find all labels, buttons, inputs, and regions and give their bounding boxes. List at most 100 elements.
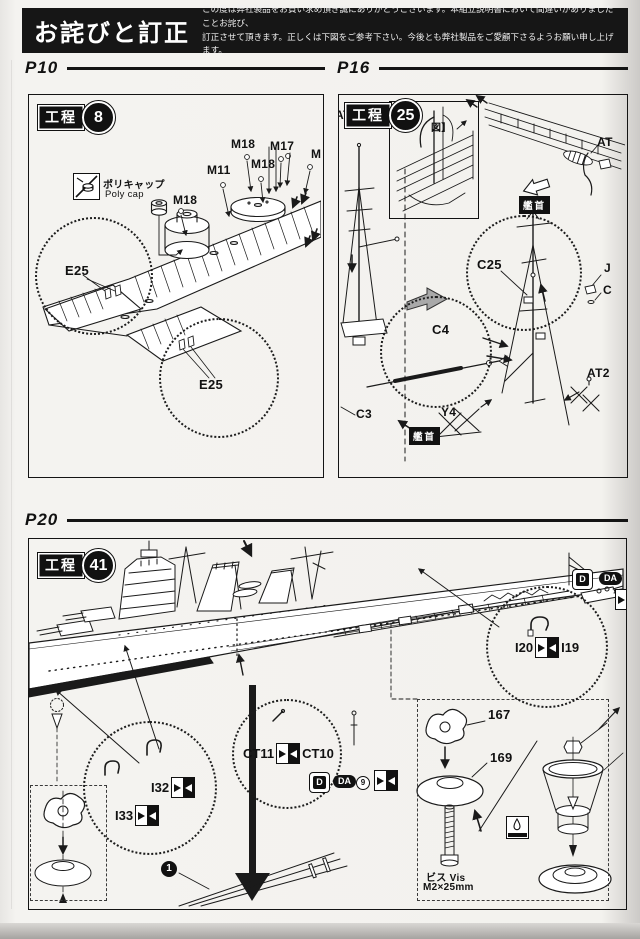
part-label-ct11: CT11 (243, 746, 275, 761)
part-label-ct10: CT10 (302, 746, 334, 761)
part-label-m17: M17 (270, 139, 295, 153)
paper-crease (11, 60, 12, 909)
step-badge-number: 41 (81, 548, 116, 583)
highlight-circle-i20-i19 (486, 586, 608, 708)
header-title: お詫びと訂正 (34, 20, 190, 47)
part-label-m18-b: M18 (251, 157, 276, 171)
scan-edge-bottom (0, 923, 640, 939)
part-label-i33: I33 (115, 808, 134, 823)
section-p10-header: P10 (25, 58, 325, 78)
runner-badge-da: DA (333, 775, 356, 788)
mirror-pair-ct11-ct10: CT11 CT10 (243, 743, 334, 764)
right-triangle-icon (174, 783, 182, 792)
right-triangle-icon (279, 749, 287, 758)
polycap-icon (73, 173, 100, 200)
part-label-i32: I32 (151, 780, 170, 795)
left-triangle-icon (549, 643, 557, 652)
section-p20-header: P20 (25, 510, 628, 530)
mirror-parts-icon-cut (615, 589, 626, 610)
p20-rule (67, 518, 628, 523)
part-label-m-cut: M (311, 147, 322, 161)
step-badge-number: 8 (81, 100, 116, 135)
highlight-circle-c4 (380, 296, 492, 408)
screw-detail-frame (417, 699, 609, 901)
left-triangle-icon (185, 783, 193, 792)
p10-rule (67, 66, 325, 71)
right-triangle-icon (138, 811, 146, 820)
polycap-label-en: Poly cap (105, 189, 144, 200)
apology-header: お詫びと訂正 この度は弊社製品をお買い求め頂き誠にありがとうございます。本組立説… (22, 4, 628, 55)
highlight-circle-i32-i33 (83, 721, 217, 855)
part-label-169: 169 (490, 750, 513, 765)
glue-icon-bar (508, 833, 527, 837)
p10-page-label: P10 (25, 58, 59, 77)
header-body-line2: 訂正させて頂きます。正しくは下図をご参考下さい。今後とも弊社製品をご愛顧下さるよ… (202, 31, 614, 56)
mirror-pair-i20-i19: I20 I19 (515, 637, 579, 658)
runner-badge-d: D (309, 772, 330, 793)
part-label-j-cut: J (604, 261, 611, 275)
zoom-note: 図】 (431, 123, 452, 134)
part-label-e25-b: E25 (199, 377, 224, 392)
part-label-c3: C3 (356, 407, 372, 421)
header-body: この度は弊社製品をお買い求め頂き誠にありがとうございます。本組立説明書において間… (202, 3, 618, 58)
runner-badge-d-top: D (572, 569, 593, 590)
mirror-parts-icon (535, 637, 560, 658)
section-p16-header: P16 (337, 58, 628, 78)
runner-badge-da-top: DA (599, 572, 622, 585)
part-label-m18-a: M18 (173, 193, 198, 207)
part-label-c-cut: C (603, 283, 612, 297)
bow-badge-2: 艦首 (409, 427, 441, 445)
right-triangle-icon (377, 776, 384, 785)
highlight-circle-ct11-ct10 (232, 699, 342, 809)
mirror-parts-icon (276, 743, 301, 764)
part-label-m11: M11 (207, 163, 231, 177)
propeller-detail-frame (30, 785, 107, 901)
mirror-pair-i33: I33 (115, 805, 161, 826)
step-badge-text: 工程 (37, 104, 85, 131)
step-badge-text: 工程 (344, 102, 392, 129)
mirror-parts-icon (374, 770, 398, 791)
circled-9-badge: 9 (356, 776, 370, 790)
inset-detail-frame (389, 101, 479, 219)
step-badge-text: 工程 (37, 552, 85, 579)
p10-step-badge: 工程 8 (37, 100, 116, 135)
p16-step-badge: 工程 25 (344, 98, 423, 133)
highlight-circle-e25-a (35, 217, 153, 335)
screw-label: ビス Vis (426, 873, 466, 884)
part-label-c4: C4 (432, 322, 450, 337)
mirror-right-half (547, 638, 559, 657)
part-label-m18-c: M18 (231, 137, 256, 151)
p20-step-badge: 工程 41 (37, 548, 116, 583)
bow-badge-1: 艦首 (519, 196, 551, 214)
part-label-at2: AT2 (587, 366, 610, 380)
highlight-circle-c25 (466, 215, 582, 331)
screw-size-label: M2×25mm (423, 882, 474, 893)
p16-rule (379, 66, 628, 71)
glue-icon (506, 816, 529, 839)
header-body-line1: この度は弊社製品をお買い求め頂き誠にありがとうございます。本組立説明書において間… (202, 4, 614, 28)
part-label-i20: I20 (515, 640, 534, 655)
p10-panel: 工程 8 ポリキャップ Poly cap M18 M11 M18 M18 M17… (28, 94, 324, 478)
left-triangle-icon (290, 749, 298, 758)
part-label-167: 167 (488, 707, 511, 722)
left-triangle-icon (149, 811, 157, 820)
step-number-1-badge: 1 (161, 861, 177, 877)
mirror-pair-i32: I32 (151, 777, 197, 798)
part-label-c25: C25 (477, 257, 502, 272)
part-label-y4: Y4 (441, 405, 457, 419)
left-triangle-icon (388, 776, 395, 785)
right-triangle-icon (618, 595, 625, 604)
part-label-i19: I19 (561, 640, 580, 655)
mirror-left-half (536, 638, 548, 657)
p20-panel: 工程 41 I20 I19 CT11 CT10 I32 I33 D DA D (28, 538, 627, 910)
step-badge-number: 25 (388, 98, 423, 133)
part-label-at-cut-right: AT (597, 135, 613, 149)
highlight-circle-e25-b (159, 318, 279, 438)
polycap-label-jp: ポリキャップ (103, 180, 165, 191)
mirror-parts-icon (171, 777, 196, 798)
part-label-e25-a: E25 (65, 263, 90, 278)
p20-page-label: P20 (25, 510, 59, 529)
p16-panel: AT 図】 工程 25 艦首 艦首 C25 C4 C3 Y4 J C AT2 A… (338, 94, 628, 478)
right-triangle-icon (538, 643, 546, 652)
